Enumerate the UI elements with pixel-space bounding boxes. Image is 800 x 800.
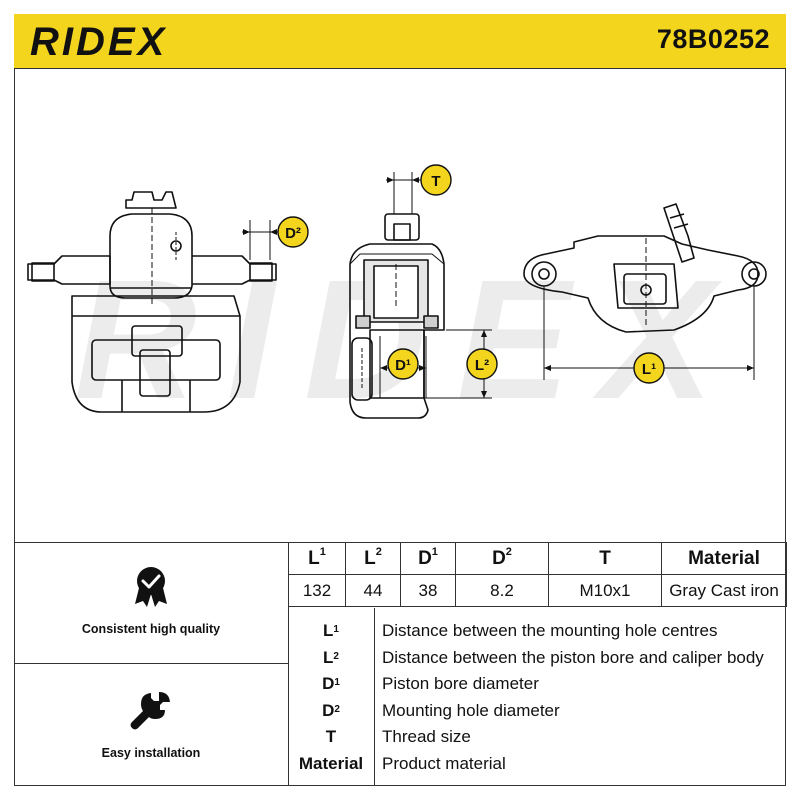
legend-item-t: T Thread size <box>325 727 471 746</box>
dimension-legend: L1 Distance between the mounting hole ce… <box>288 608 786 786</box>
feature-quality: Consistent high quality <box>14 566 288 636</box>
spec-value-row: 132 44 38 8.2 M10x1 Gray Cast iron <box>288 574 787 607</box>
legend-divider <box>374 608 375 786</box>
spec-value-d2: 8.2 <box>455 574 549 607</box>
spec-value-material: Gray Cast iron <box>661 574 787 607</box>
svg-text:RIDEX: RIDEX <box>30 22 167 60</box>
part-number: 78B0252 <box>656 24 770 54</box>
spec-value-l2: 44 <box>345 574 401 607</box>
caliper-top-view <box>523 203 767 380</box>
spec-header-d2: D2 <box>455 542 549 575</box>
spec-header-row: L1 L2 D1 D2 T Material <box>288 542 787 575</box>
legend-item-d2: D2 Mounting hole diameter <box>322 701 560 720</box>
caliper-section-view <box>349 172 492 419</box>
spec-header-l2: L2 <box>345 542 401 575</box>
content-frame <box>14 68 786 786</box>
svg-text:L²: L² <box>475 357 489 374</box>
svg-text:L¹: L¹ <box>642 361 656 378</box>
feature-label-installation: Easy installation <box>101 746 201 760</box>
caliper-front-view <box>27 191 284 413</box>
spec-header-material: Material <box>661 542 787 575</box>
spec-header-l1: L1 <box>288 542 346 575</box>
spec-header-d1: D1 <box>400 542 456 575</box>
svg-text:T: T <box>431 173 440 190</box>
legend-item-material: Material Product material <box>298 754 506 773</box>
svg-text:D²: D² <box>285 225 301 242</box>
spec-header-t: T <box>548 542 662 575</box>
svg-text:D¹: D¹ <box>395 357 411 374</box>
quality-badge-icon <box>135 567 167 607</box>
legend-item-l1: L1 Distance between the mounting hole ce… <box>323 621 718 640</box>
spec-value-d1: 38 <box>400 574 456 607</box>
feature-installation: Easy installation <box>14 688 288 760</box>
caliper-drawing: RIDEX <box>27 164 767 435</box>
dimension-badge-l1: L¹ <box>633 352 665 384</box>
legend-item-l2: L2 Distance between the piston bore and … <box>323 648 764 667</box>
dimension-badge-t: T <box>420 164 452 196</box>
spec-table: L1 L2 D1 D2 T Material 132 44 38 8.2 M10… <box>288 542 787 607</box>
ridex-logo: RIDEX <box>30 22 167 60</box>
spec-value-t: M10x1 <box>548 574 662 607</box>
feature-label-quality: Consistent high quality <box>81 622 221 636</box>
column-divider <box>288 542 289 786</box>
spec-value-l1: 132 <box>288 574 346 607</box>
dimension-badge-d2: D² <box>277 216 309 248</box>
legend-item-d1: D1 Piston bore diameter <box>322 674 539 693</box>
technical-diagram: RIDEX <box>14 68 786 542</box>
wrench-icon <box>130 692 170 730</box>
dimension-badge-l2: L² <box>466 348 498 380</box>
dimension-badge-d1: D¹ <box>387 348 419 380</box>
feature-divider <box>14 663 288 664</box>
header-bar: RIDEX 78B0252 <box>14 14 786 68</box>
